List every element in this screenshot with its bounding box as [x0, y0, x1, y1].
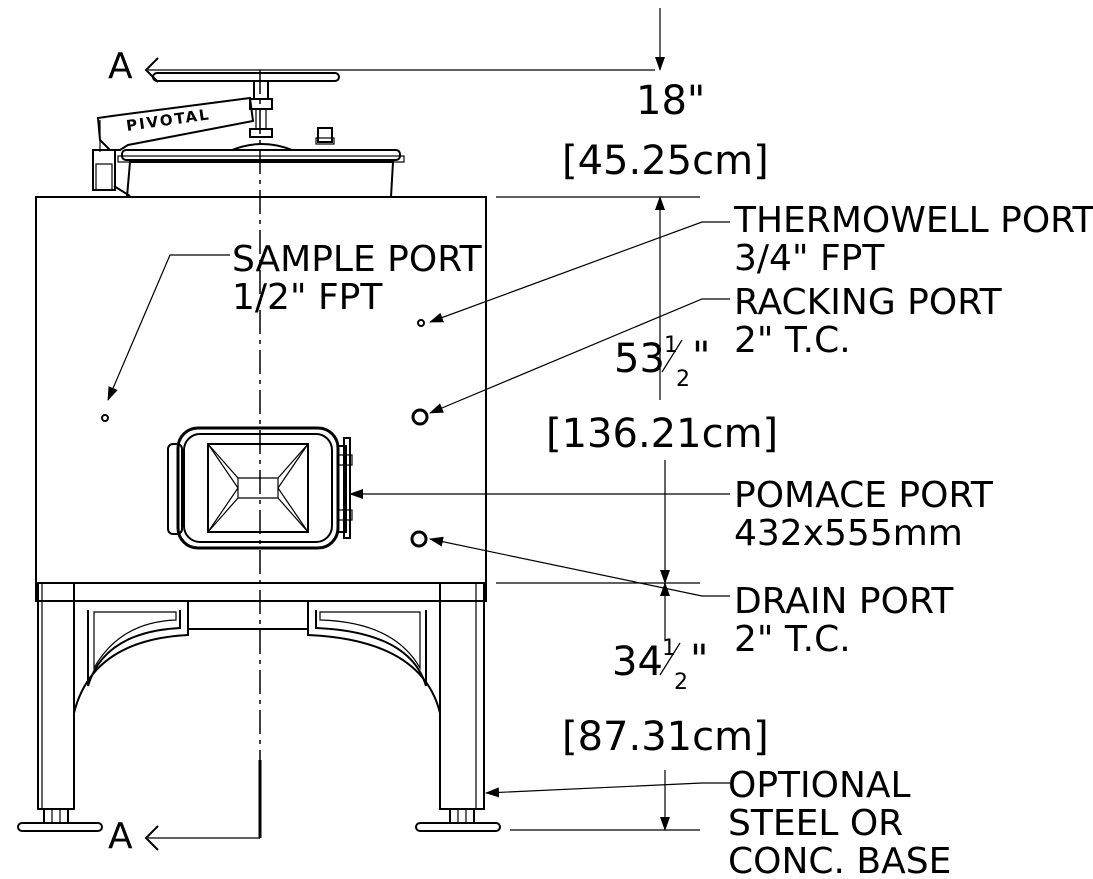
racking-port-name: RACKING PORT [734, 282, 1003, 323]
dim-legs-denominator: 2 [674, 670, 688, 695]
racking-port-spec: 2" T.C. [734, 320, 851, 361]
tank-lid [117, 127, 405, 198]
dim-legs-whole: 34 [612, 639, 663, 685]
pomace-port-name: POMACE PORT [734, 475, 994, 516]
dim-legs-numerator: 1 [662, 636, 676, 661]
dimension-top: 18" [45.25cm] [562, 78, 769, 184]
callout-sample-port: SAMPLE PORT 1/2" FPT [232, 239, 483, 318]
leg-feet [17, 808, 501, 832]
pomace-port-spec: 432x555mm [734, 513, 963, 554]
dim-body-mark: " [692, 334, 710, 380]
pomace-door [167, 426, 353, 550]
callout-thermowell-port: THERMOWELL PORT 3/4" FPT [733, 200, 1093, 279]
thermowell-port-spec: 3/4" FPT [734, 238, 885, 279]
dim-body-denominator: 2 [676, 367, 690, 392]
sample-port [101, 414, 109, 422]
dim-body-metric: [136.21cm] [546, 411, 778, 457]
racking-port [411, 408, 429, 426]
sample-port-spec: 1/2" FPT [232, 277, 383, 318]
base-line-3: CONC. BASE [728, 841, 951, 879]
dim-body-whole: 53 [614, 336, 665, 382]
dim-body-numerator: 1 [664, 333, 678, 358]
drain-port-spec: 2" T.C. [734, 619, 851, 660]
dim-legs-metric: [87.31cm] [562, 714, 769, 760]
dim-legs-mark: " [690, 637, 708, 683]
leader-lines [107, 221, 730, 798]
drain-port [410, 530, 428, 548]
section-marker-bottom: A [108, 816, 260, 857]
pivotal-lid-arm: PIVOTAL [92, 96, 255, 197]
drain-port-name: DRAIN PORT [734, 581, 954, 622]
section-label-bottom: A [108, 816, 133, 857]
callout-pomace-port: POMACE PORT 432x555mm [734, 475, 994, 554]
dimension-legs: 34 1 2 " [87.31cm] [562, 636, 769, 760]
thermowell-port [417, 319, 425, 327]
section-label-top: A [108, 46, 133, 87]
callout-drain-port: DRAIN PORT 2" T.C. [734, 581, 954, 660]
sample-port-name: SAMPLE PORT [232, 239, 483, 280]
dim-top-inches: 18" [636, 78, 705, 124]
dim-top-metric: [45.25cm] [562, 138, 769, 184]
base-line-1: OPTIONAL [728, 765, 911, 806]
callout-base: OPTIONAL STEEL OR CONC. BASE [728, 765, 951, 879]
base-line-2: STEEL OR [728, 803, 903, 844]
thermowell-port-name: THERMOWELL PORT [733, 200, 1093, 241]
dimension-lines [496, 8, 700, 831]
dimension-body: 53 1 2 " [136.21cm] [546, 333, 778, 457]
callout-racking-port: RACKING PORT 2" T.C. [734, 282, 1003, 361]
section-marker-top: A [108, 46, 655, 87]
